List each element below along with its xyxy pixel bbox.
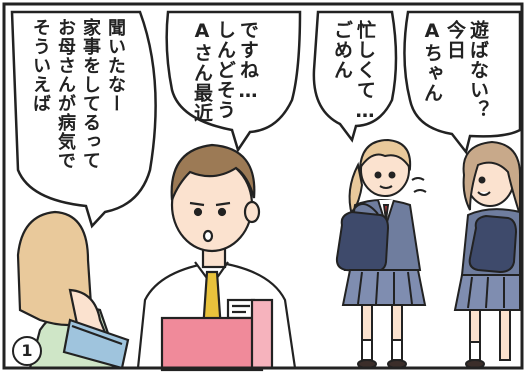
panel-number-badge: 1 bbox=[12, 336, 42, 366]
teacher bbox=[136, 143, 297, 372]
bubble-girl-2 bbox=[312, 10, 398, 143]
sweat-mark bbox=[411, 177, 425, 181]
bubble-girl-2-line-1: ごめん bbox=[331, 20, 353, 80]
bubble-woman-line-3: 家事をしてるって bbox=[80, 18, 101, 170]
bubble-woman-line-4: 聞いたなー bbox=[105, 18, 126, 113]
bubble-teacher-text: ですね… しんどそう Aさん最近 bbox=[190, 20, 259, 123]
bubble-woman-text: 聞いたなー 家事をしてるって お母さんが病気で そういえば bbox=[28, 18, 128, 170]
girl-brown bbox=[453, 140, 521, 369]
bubble-girl-1-text: 遊ばない？ 今日 Aちゃん bbox=[420, 20, 489, 120]
bubble-woman-line-2: お母さんが病気で bbox=[55, 18, 76, 170]
girl-blonde bbox=[335, 138, 427, 369]
bubble-girl-1 bbox=[403, 10, 522, 155]
woman bbox=[16, 210, 130, 370]
bubble-woman-line-1: そういえば bbox=[30, 18, 51, 113]
bubble-girl-1-line-3: 遊ばない？ bbox=[467, 20, 489, 120]
bubble-girl-2-line-2: 忙しくて… bbox=[354, 20, 376, 123]
sweat-mark bbox=[413, 189, 427, 193]
bubble-teacher bbox=[165, 10, 302, 153]
bubble-girl-1-line-1: Aちゃん bbox=[421, 20, 443, 103]
bubble-woman bbox=[10, 10, 157, 229]
bubble-girl-2-text: 忙しくて… ごめん bbox=[330, 20, 376, 123]
bubble-teacher-line-2: しんどそう bbox=[214, 20, 236, 120]
bubble-teacher-line-3: ですね… bbox=[237, 20, 259, 103]
bubble-girl-1-line-2: 今日 bbox=[444, 20, 466, 60]
bubble-teacher-line-1: Aさん最近 bbox=[191, 20, 213, 123]
